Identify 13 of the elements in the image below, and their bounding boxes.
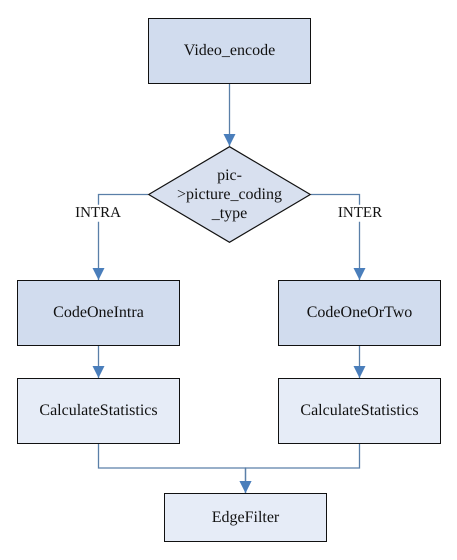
process-box: Video_encode — [148, 18, 311, 84]
arrow — [92, 346, 104, 378]
process-box: EdgeFilter — [164, 493, 327, 542]
arrow — [224, 84, 236, 146]
arrow — [354, 346, 366, 378]
arrow — [240, 444, 360, 493]
edge-label: INTRA — [73, 204, 123, 222]
edge-label: INTER — [336, 204, 384, 222]
process-box: CodeOneIntra — [17, 280, 180, 346]
process-box: CalculateStatistics — [278, 378, 441, 444]
process-box: CalculateStatistics — [17, 378, 180, 444]
process-box: CodeOneOrTwo — [278, 280, 441, 346]
decision-diamond: pic->picture_coding_type — [148, 146, 311, 243]
